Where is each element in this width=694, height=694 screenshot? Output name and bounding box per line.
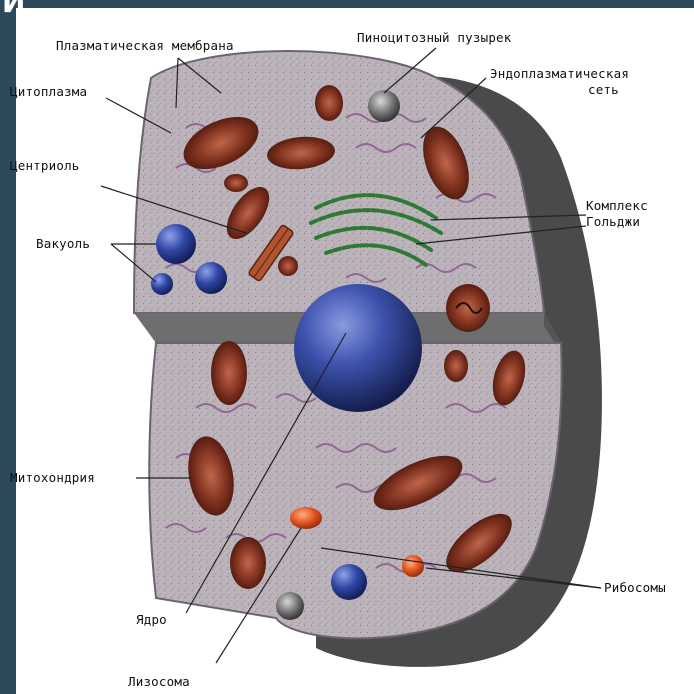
- pinocytic-vesicle: [368, 90, 400, 122]
- label-mitochondria: Митохондрия: [10, 470, 95, 485]
- label-golgi-line1: Комплекс: [586, 198, 648, 213]
- vacuole: [151, 273, 173, 295]
- label-golgi-line2: Гольджи: [586, 214, 640, 229]
- pinocytic-vesicle: [276, 592, 304, 620]
- vacuole: [195, 262, 227, 294]
- mitochondrion: [211, 341, 247, 405]
- mitochondrion: [446, 284, 490, 332]
- label-cytoplasm: Цитоплазма: [10, 84, 87, 99]
- centriole-end: [278, 256, 298, 276]
- lysosome: [290, 507, 322, 529]
- lysosome: [402, 555, 424, 577]
- nucleus: [294, 284, 422, 412]
- label-nucleus: Ядро: [136, 612, 167, 627]
- label-er-line2: сеть: [588, 82, 619, 97]
- label-lysosome: Лизосома: [128, 674, 190, 689]
- label-er-line1: Эндоплазматическая: [490, 66, 629, 81]
- label-vacuole: Вакуоль: [36, 236, 90, 251]
- mitochondrion: [444, 350, 468, 382]
- mitochondrion: [230, 537, 266, 589]
- mitochondrion: [224, 174, 248, 192]
- cell-diagram: [16, 8, 694, 694]
- label-centriole: Центриоль: [10, 158, 80, 173]
- vacuole: [156, 224, 196, 264]
- label-ribosomes: Рибосомы: [604, 580, 666, 595]
- vacuole: [331, 564, 367, 600]
- label-membrane: Плазматическая мембрана: [56, 38, 234, 53]
- mitochondrion: [315, 85, 343, 121]
- label-pinocytic-vesicle: Пиноцитозный пузырек: [357, 30, 512, 45]
